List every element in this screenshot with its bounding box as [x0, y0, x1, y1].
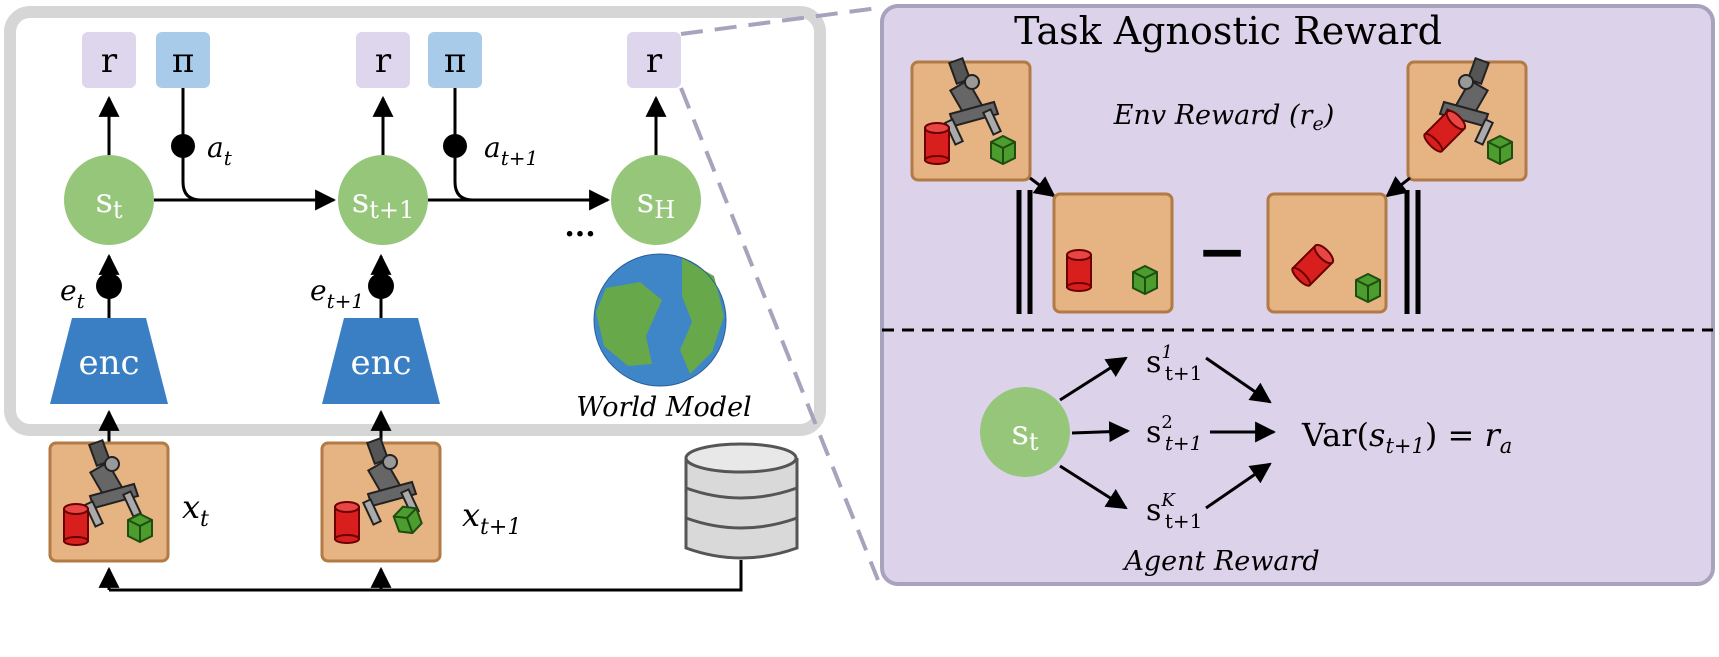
- obs-label-t: xt: [182, 488, 209, 532]
- reward-label: r: [646, 41, 663, 81]
- database-icon: [684, 442, 799, 560]
- observation-image-t1: [320, 437, 442, 563]
- variance-formula: Var(st+1) = ra: [1301, 416, 1512, 458]
- arrow-goal-to-diff: [1385, 176, 1411, 198]
- reward-panel-title: Task Agnostic Reward: [1014, 9, 1442, 53]
- action-label-t: at: [207, 131, 233, 170]
- embed-label-t: et: [60, 274, 86, 313]
- norm-bar-left: [1016, 190, 1033, 314]
- reward-label: r: [375, 41, 392, 81]
- norm-bar-right: [1404, 190, 1421, 314]
- arrow-s1-to-var: [1205, 356, 1272, 404]
- arrow-st-to-s1: [1059, 356, 1128, 402]
- embed-node-t1: [368, 273, 394, 299]
- minus-sign: −: [1197, 217, 1247, 287]
- svg-text:enc: enc: [78, 343, 139, 383]
- diff-tile-current: [1052, 192, 1174, 314]
- svg-text:st: st: [95, 181, 122, 224]
- action-node-t: [171, 134, 195, 158]
- replay-line: [109, 560, 743, 592]
- arrow-st-to-s2: [1071, 421, 1131, 443]
- policy-label: π: [172, 41, 194, 81]
- state-node-t1: st+1: [338, 155, 428, 245]
- svg-text:sH: sH: [637, 181, 675, 224]
- encoder-t: enc: [50, 318, 168, 404]
- policy-box-t: π: [156, 32, 210, 88]
- env-tile-goal: [1406, 57, 1528, 182]
- observation-image-t: [48, 439, 170, 563]
- embed-label-t1: et+1: [310, 274, 364, 313]
- arrow-sk-to-var: [1205, 462, 1272, 510]
- state-node-h: sH: [611, 155, 701, 245]
- state-node-t: st: [64, 155, 154, 245]
- zoom-line-bottom: [679, 87, 880, 581]
- action-node-t1: [443, 134, 467, 158]
- agent-state-node: st: [980, 387, 1070, 477]
- env-reward-label: Env Reward (re): [1113, 100, 1334, 135]
- action-label-t1: at+1: [484, 131, 538, 170]
- obs-label-t1: xt+1: [462, 496, 521, 540]
- world-model-label: World Model: [576, 392, 751, 423]
- embed-node-t: [96, 273, 122, 299]
- svg-text:st: st: [1011, 413, 1038, 456]
- ellipsis: ...: [564, 209, 595, 244]
- diff-tile-goal: [1266, 192, 1388, 314]
- globe-icon: [593, 253, 727, 387]
- agent-reward-label: Agent Reward: [1121, 546, 1319, 577]
- arrow-st-to-sk: [1059, 464, 1128, 510]
- policy-label: π: [444, 41, 466, 81]
- reward-box-t1: r: [356, 32, 410, 88]
- reward-box-h: r: [627, 32, 681, 88]
- reward-label: r: [101, 41, 118, 81]
- reward-box-t: r: [82, 32, 136, 88]
- encoder-t1: enc: [322, 318, 440, 404]
- policy-box-t1: π: [428, 32, 482, 88]
- svg-text:st+1: st+1: [352, 181, 414, 224]
- svg-text:enc: enc: [350, 343, 411, 383]
- arrow-start-to-diff: [1029, 176, 1056, 198]
- env-tile-start: [910, 57, 1032, 182]
